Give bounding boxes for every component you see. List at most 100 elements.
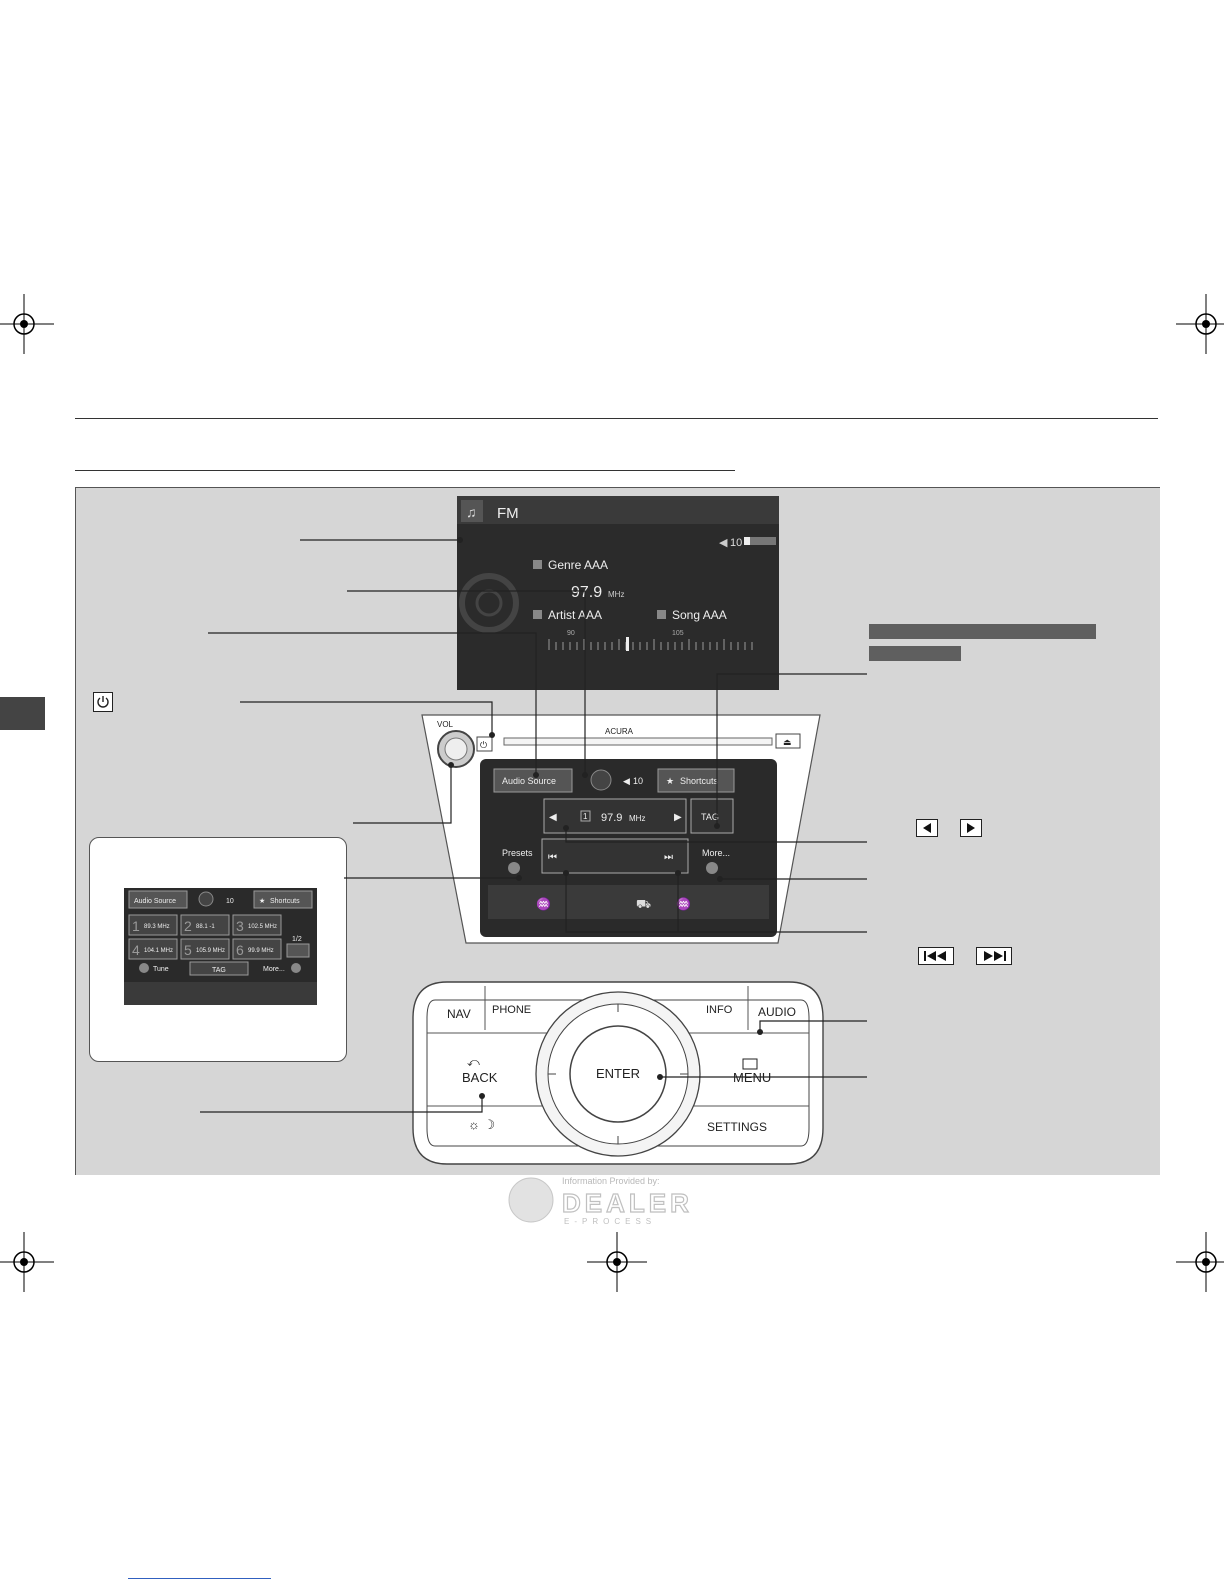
fm-band-label: FM <box>497 505 519 522</box>
footer-link-underline <box>128 1578 271 1579</box>
head-unit: VOL ⏻ ACURA ⏏ Audio Source ◀ 10 ★ Shortc… <box>421 714 821 944</box>
registration-mark-icon <box>1176 1232 1224 1292</box>
climate-bar <box>488 885 769 919</box>
presets-button[interactable] <box>508 862 520 874</box>
registration-mark-icon <box>0 1232 54 1292</box>
tune-up-key-icon <box>960 819 982 837</box>
menu-button[interactable]: MENU <box>733 1070 771 1085</box>
svg-text:Audio Source: Audio Source <box>502 776 556 786</box>
inset-page: 1/2 <box>292 936 302 943</box>
watermark-provided: Information Provided by: <box>562 1176 660 1186</box>
song-icon <box>657 610 666 619</box>
dealer-watermark: Information Provided by: DEALER E-PROCES… <box>507 1172 717 1228</box>
note-heading-band-short <box>869 646 961 661</box>
tuning-scale <box>548 639 753 650</box>
svg-text:⏻: ⏻ <box>480 740 487 750</box>
inset-audio-source[interactable] <box>128 890 188 909</box>
preset-button[interactable] <box>232 938 282 960</box>
watermark-sub: E-PROCESS <box>564 1217 656 1226</box>
svg-text:Shortcuts: Shortcuts <box>270 898 300 905</box>
svg-text:TAG: TAG <box>212 967 226 974</box>
svg-text:♫: ♫ <box>466 504 477 520</box>
more-button[interactable] <box>706 862 718 874</box>
speaker-icon: ◀ <box>719 537 728 549</box>
back-button[interactable]: BACK <box>462 1070 498 1085</box>
registration-mark-icon <box>0 294 54 354</box>
speaker-icon: ◀ <box>623 776 630 786</box>
inset-tag[interactable] <box>189 961 249 976</box>
preset-frequency: 89.3 MHz <box>144 924 170 930</box>
preset-button[interactable] <box>180 938 230 960</box>
presets-label: Presets <box>502 848 533 858</box>
head-unit-mhz: MHz <box>629 814 645 823</box>
tune-down-key-icon <box>916 819 938 837</box>
svg-text:TAG: TAG <box>701 812 719 822</box>
artist-icon <box>533 610 542 619</box>
scale-high: 105 <box>672 630 684 637</box>
more-label: More... <box>702 848 730 858</box>
fan-icon: ♒ <box>536 897 551 911</box>
head-frequency: 97.9 <box>601 812 622 824</box>
brand-label: ACURA <box>605 727 634 736</box>
volume-bar <box>744 537 776 545</box>
tune-up-icon: ▶ <box>674 812 682 823</box>
seek-forward-key-icon <box>976 947 1012 965</box>
seek-back-icon: ⏮ <box>548 852 557 863</box>
inset-more: More... <box>263 966 285 973</box>
power-icon <box>93 692 113 712</box>
audio-button[interactable]: AUDIO <box>758 1005 796 1019</box>
preset-frequency: 102.5 MHz <box>248 924 277 930</box>
fm-artist: Artist AAA <box>548 608 602 622</box>
preset-frequency: 88.1 -1 <box>196 924 215 930</box>
fan-icon: ♒ <box>676 897 691 911</box>
preset-number: 2 <box>184 918 192 934</box>
more-button[interactable] <box>291 963 301 973</box>
nav-button[interactable]: NAV <box>447 1007 471 1021</box>
eject-icon: ⏏ <box>783 737 792 747</box>
phone-button[interactable]: PHONE <box>492 1004 531 1016</box>
preset-button[interactable] <box>180 914 230 936</box>
registration-mark-icon <box>587 1232 647 1292</box>
preset-number: 4 <box>132 942 140 958</box>
seek-forward-icon: ⏭ <box>664 852 673 863</box>
music-note-icon <box>461 500 483 522</box>
info-button[interactable]: INFO <box>706 1004 733 1016</box>
inset-volume: 10 <box>226 898 234 905</box>
day-night-icon[interactable]: ☼ ☽ <box>468 1117 495 1132</box>
menu-icon <box>742 1058 758 1070</box>
seek-back-key-icon <box>918 947 954 965</box>
svg-text:Shortcuts: Shortcuts <box>680 776 719 786</box>
preset-number: 3 <box>236 918 244 934</box>
back-icon: ⤺ <box>467 1055 480 1069</box>
tune-button[interactable] <box>139 963 149 973</box>
preset-frequency: 104.1 MHz <box>144 948 173 954</box>
car-icon: ⛟ <box>636 897 651 911</box>
fm-genre: Genre AAA <box>548 558 608 572</box>
settings-button[interactable]: SETTINGS <box>707 1120 767 1134</box>
interface-dial-controller: ENTER NAV PHONE INFO AUDIO ⤺ BACK MENU ☼… <box>412 981 824 1165</box>
head-volume: 10 <box>633 776 643 786</box>
inset-shortcuts[interactable] <box>253 890 313 909</box>
enter-label: ENTER <box>596 1066 640 1081</box>
fm-unit: MHz <box>608 590 624 599</box>
preset-button[interactable] <box>128 914 178 936</box>
preset-frequency: 105.9 MHz <box>196 948 225 954</box>
star-icon: ★ <box>666 776 674 786</box>
enter-button[interactable] <box>569 1025 667 1123</box>
header-rule <box>75 418 1158 419</box>
svg-text:Audio Source: Audio Source <box>134 898 176 905</box>
fm-frequency: 97.9 <box>571 584 602 601</box>
preset-number: 1 <box>583 812 588 821</box>
preset-button[interactable] <box>128 938 178 960</box>
preset-button[interactable] <box>232 914 282 936</box>
inset-tune: Tune <box>153 966 169 973</box>
fm-display-screen: ♫ FM ◀ 10 Genre AAA 97.9 MHz Artist AAA … <box>457 496 779 690</box>
scale-low: 90 <box>567 630 575 637</box>
inset-climate-bar <box>124 982 317 1005</box>
preset-frequency: 99.9 MHz <box>248 948 274 954</box>
tune-down-icon: ◀ <box>549 812 557 823</box>
genre-icon <box>533 560 542 569</box>
page-down-button[interactable] <box>286 943 310 958</box>
